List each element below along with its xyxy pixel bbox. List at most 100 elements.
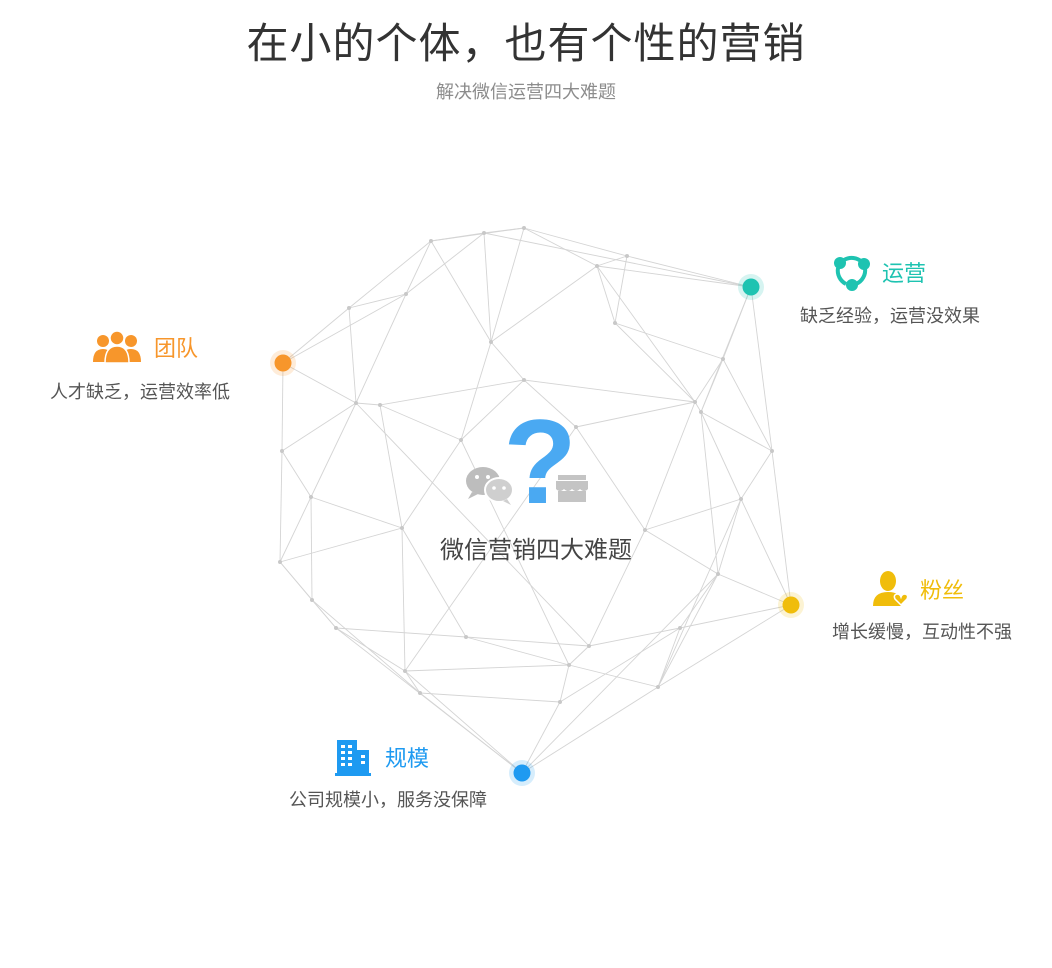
network-edge bbox=[521, 686, 659, 774]
network-edge bbox=[657, 604, 792, 688]
network-edge bbox=[460, 341, 492, 441]
network-edge bbox=[379, 404, 462, 441]
network-node bbox=[699, 410, 703, 414]
feature-scale-desc: 公司规模小，服务没保障 bbox=[289, 790, 487, 811]
center-graphic: ? bbox=[466, 395, 588, 515]
network-edge bbox=[355, 402, 381, 406]
network-edge bbox=[404, 664, 570, 672]
network-node bbox=[464, 635, 468, 639]
network-edge bbox=[335, 627, 523, 774]
network-node bbox=[400, 526, 404, 530]
network-edge bbox=[379, 379, 525, 406]
network-edge bbox=[644, 401, 696, 531]
network-edge bbox=[279, 561, 337, 629]
network-node bbox=[278, 560, 282, 564]
network-edge bbox=[717, 498, 742, 575]
network-edge bbox=[657, 498, 742, 688]
network-node bbox=[693, 400, 697, 404]
wechat-icon bbox=[466, 467, 514, 505]
page-title: 在小的个体，也有个性的营销 bbox=[246, 19, 806, 68]
center-label: 微信营销四大难题 bbox=[440, 536, 632, 564]
network-node bbox=[482, 231, 486, 235]
network-edge bbox=[523, 379, 696, 403]
network-edge bbox=[401, 527, 406, 672]
feature-scale: 规模 公司规模小，服务没保障 bbox=[289, 738, 487, 812]
network-node bbox=[656, 685, 660, 689]
network-edge bbox=[348, 307, 357, 404]
network-node bbox=[334, 626, 338, 630]
network-edge bbox=[568, 645, 590, 666]
network-edge bbox=[750, 286, 773, 452]
network-node bbox=[574, 425, 578, 429]
team-icon bbox=[93, 330, 141, 364]
network-edge bbox=[575, 401, 696, 428]
network-edge bbox=[700, 411, 742, 500]
network-edge bbox=[401, 527, 467, 638]
network-edge bbox=[335, 627, 406, 672]
network-node bbox=[403, 669, 407, 673]
network-node bbox=[625, 254, 629, 258]
network-edge bbox=[717, 573, 792, 606]
network-edge bbox=[771, 450, 792, 606]
network-node bbox=[678, 626, 682, 630]
network-edge bbox=[281, 362, 284, 452]
network-node bbox=[613, 321, 617, 325]
question-mark-icon: ? bbox=[503, 395, 576, 515]
feature-fans: 粉丝 增长缓慢，互动性不强 bbox=[832, 570, 1012, 644]
network-node bbox=[587, 644, 591, 648]
network-node bbox=[310, 598, 314, 602]
network-edge bbox=[588, 529, 646, 647]
network-edge bbox=[740, 498, 792, 606]
network-node bbox=[459, 438, 463, 442]
network-edge bbox=[465, 636, 590, 647]
user-heart-icon bbox=[873, 571, 909, 607]
network-edge bbox=[405, 240, 432, 295]
network-node bbox=[770, 449, 774, 453]
feature-operation: 运营 缺乏经验，运营没效果 bbox=[800, 252, 980, 328]
network-edge bbox=[694, 358, 724, 403]
store-icon bbox=[556, 475, 588, 502]
network-edge bbox=[568, 664, 659, 688]
network-node bbox=[643, 528, 647, 532]
network-edge bbox=[740, 450, 773, 500]
network-edge bbox=[700, 411, 773, 452]
feature-team-name: 团队 bbox=[154, 337, 199, 362]
network-node bbox=[522, 378, 526, 382]
network-edge bbox=[281, 402, 357, 452]
network-edge bbox=[460, 379, 525, 441]
network-node bbox=[429, 239, 433, 243]
feature-operation-name: 运营 bbox=[882, 262, 927, 287]
network-edge bbox=[523, 227, 628, 257]
network-edge bbox=[614, 322, 724, 360]
network-edge bbox=[355, 402, 590, 647]
network-edge bbox=[279, 450, 283, 563]
building-icon bbox=[335, 740, 371, 776]
network-edge bbox=[588, 627, 681, 647]
network-edge bbox=[523, 227, 598, 267]
network-edge bbox=[614, 255, 628, 324]
network-edge bbox=[521, 573, 719, 774]
network-edge bbox=[596, 265, 616, 324]
network-edge bbox=[430, 240, 492, 343]
network-node bbox=[347, 306, 351, 310]
network-edge bbox=[596, 255, 628, 267]
hub-fans bbox=[782, 596, 800, 614]
network-edge bbox=[348, 240, 432, 309]
feature-fans-name: 粉丝 bbox=[920, 579, 965, 604]
network-edge bbox=[310, 402, 357, 498]
feature-operation-desc: 缺乏经验，运营没效果 bbox=[800, 306, 980, 327]
feature-scale-name: 规模 bbox=[385, 747, 430, 772]
network-node bbox=[721, 357, 725, 361]
network-node bbox=[558, 700, 562, 704]
network-edge bbox=[575, 426, 646, 531]
network-edge bbox=[657, 627, 681, 688]
hub-operation bbox=[742, 278, 760, 296]
feature-fans-desc: 增长缓慢，互动性不强 bbox=[832, 622, 1012, 643]
network-node bbox=[354, 401, 358, 405]
network-edge bbox=[559, 664, 570, 703]
network-edge bbox=[644, 498, 742, 531]
network-edge bbox=[430, 227, 525, 242]
network-edge bbox=[483, 232, 752, 288]
network-edge bbox=[348, 293, 407, 309]
